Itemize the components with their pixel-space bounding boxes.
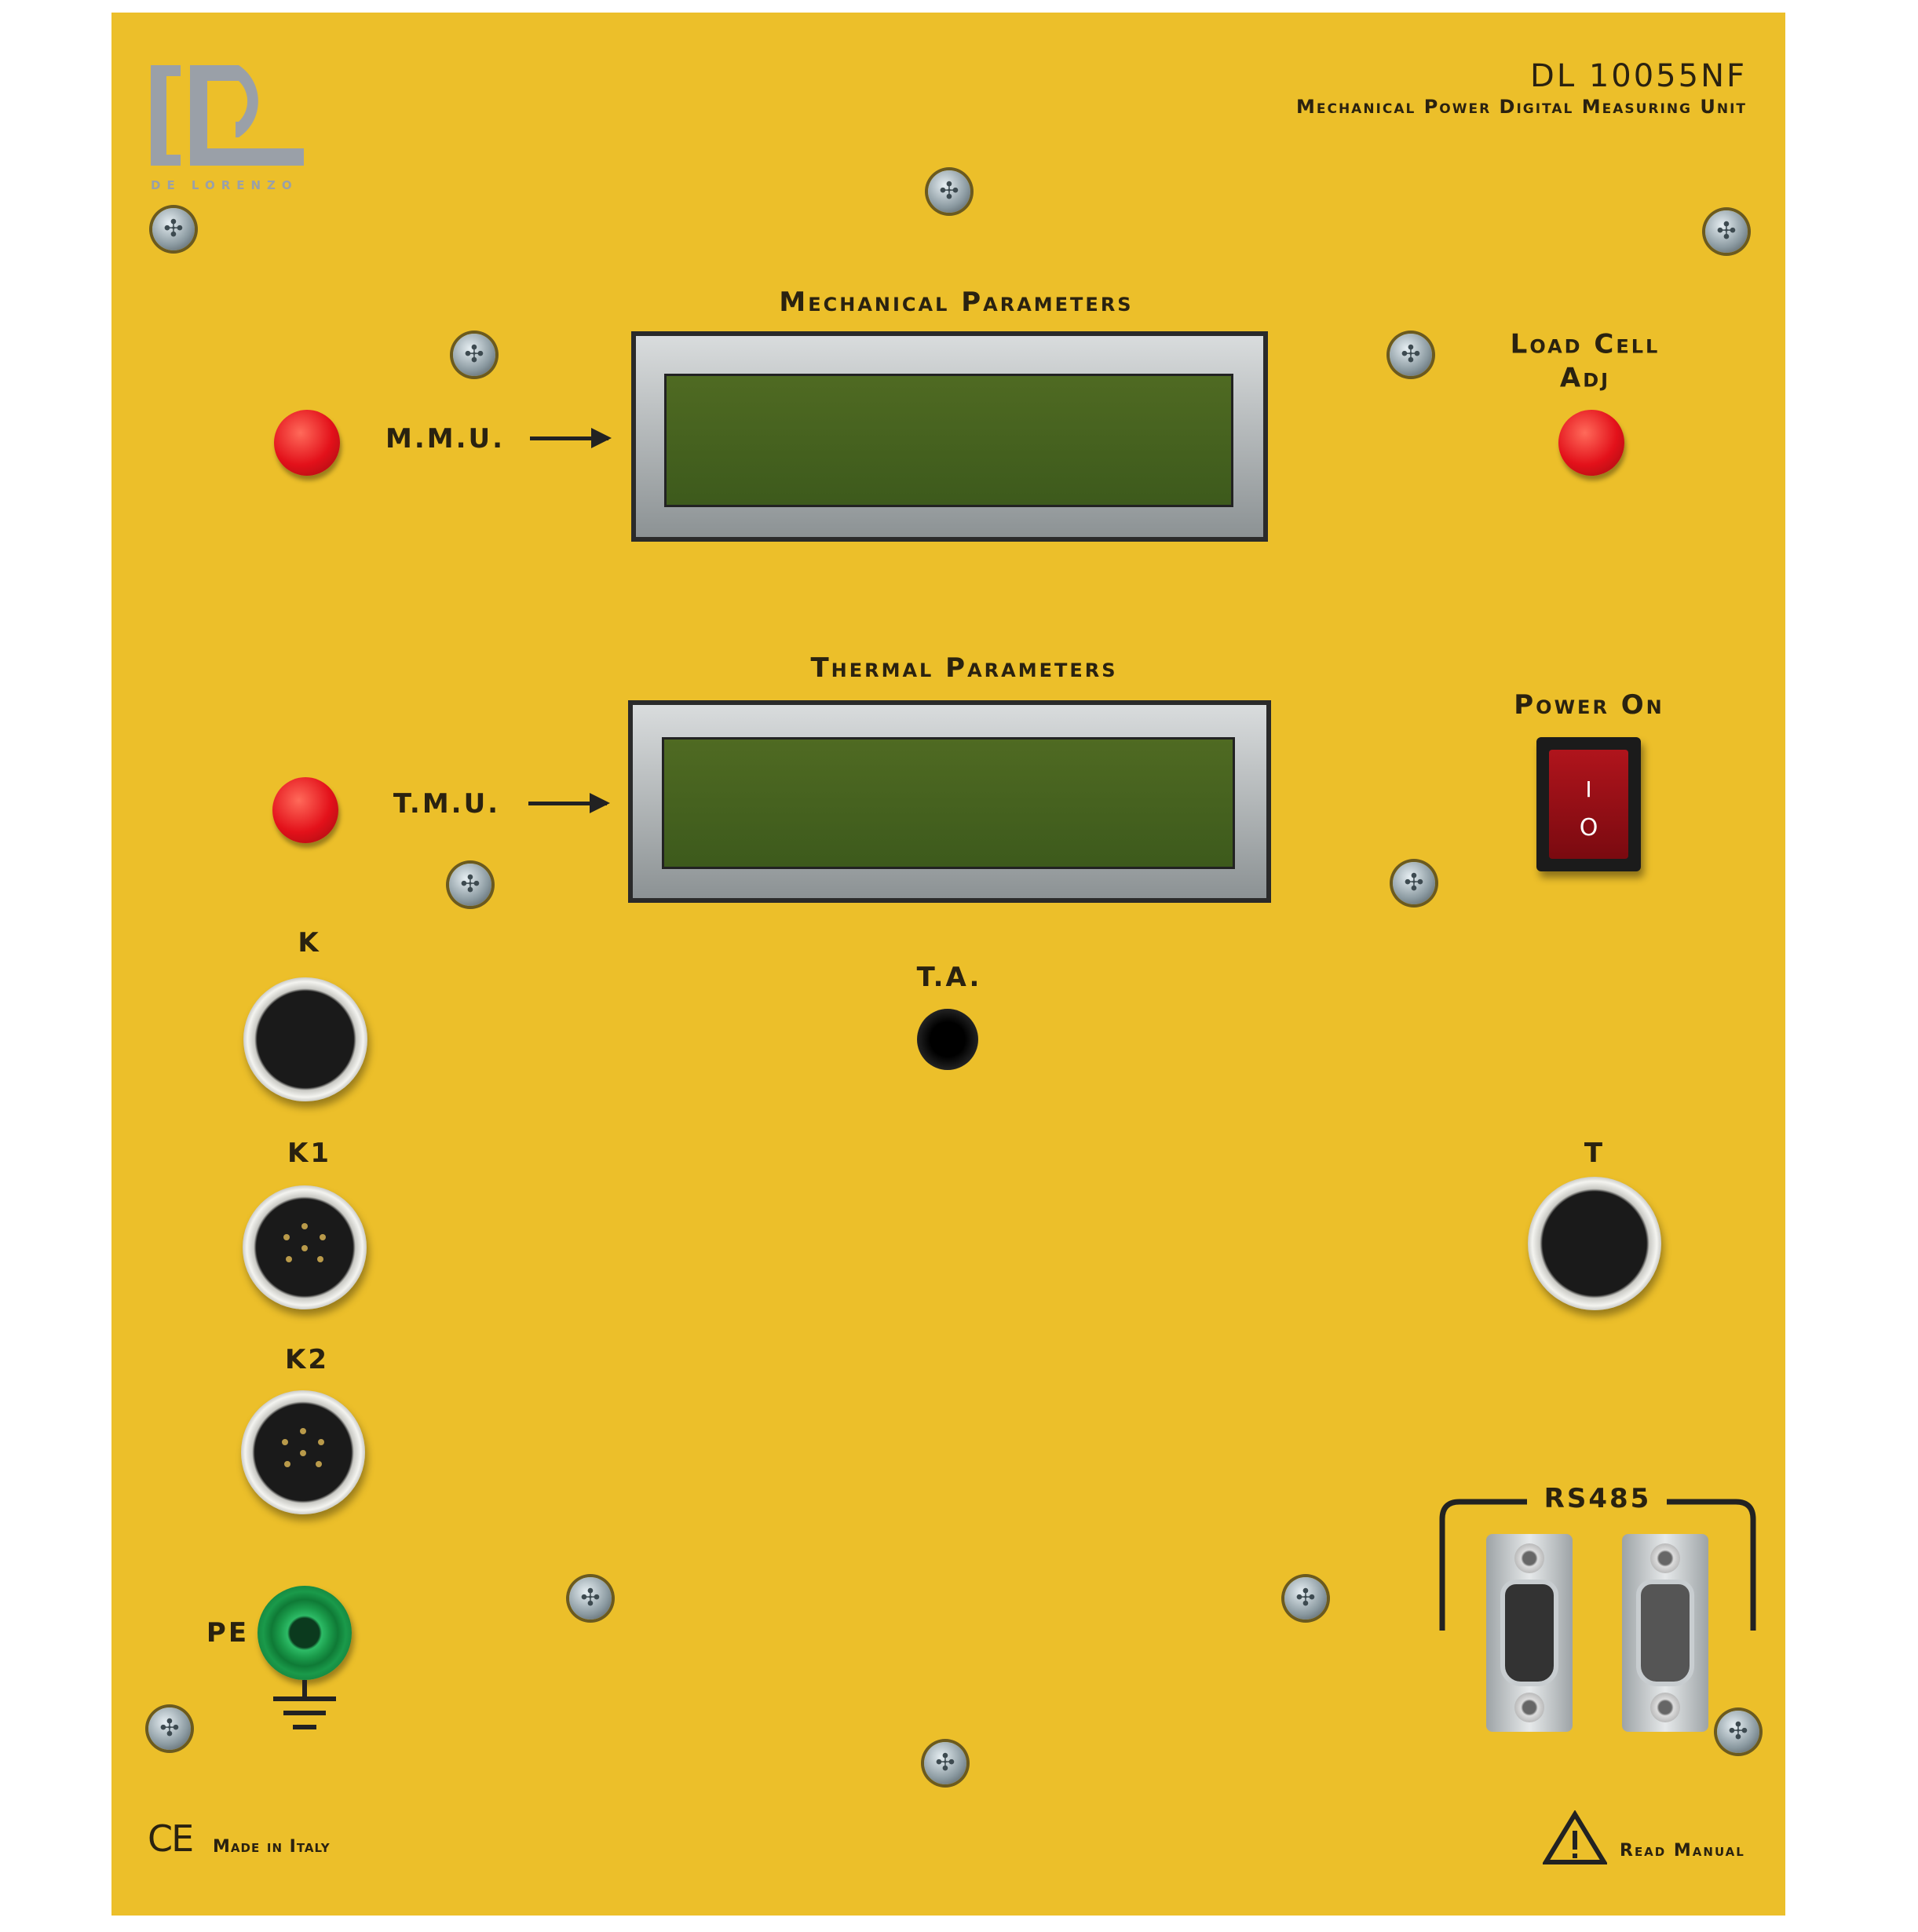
screw-icon [148, 1707, 191, 1750]
screw-icon [924, 1742, 966, 1784]
ground-icon [273, 1680, 336, 1729]
thermal-lcd-display [628, 700, 1271, 903]
ce-mark: CE [148, 1817, 194, 1860]
model-title: DL 10055NF [1530, 58, 1747, 94]
load-cell-adj-button[interactable] [1558, 410, 1624, 476]
logo-text: DE LORENZO [151, 178, 298, 192]
t-label: T [1584, 1137, 1606, 1169]
screw-icon [569, 1577, 612, 1620]
ta-jack[interactable] [917, 1009, 978, 1070]
thermal-parameters-label: Thermal Parameters [810, 652, 1118, 684]
rs485-port-female[interactable] [1622, 1534, 1708, 1732]
power-on-label: Power On [1514, 688, 1664, 721]
screw-icon [1717, 1711, 1759, 1753]
adj-label: Adj [1559, 362, 1611, 393]
tmu-button[interactable] [272, 777, 338, 843]
screw-icon [449, 864, 491, 906]
rs485-label: RS485 [1544, 1482, 1652, 1514]
screw-icon [928, 170, 970, 213]
rs485-bracket [1439, 1499, 1756, 1631]
rs485-port-male[interactable] [1486, 1534, 1573, 1732]
ta-label: T.A. [916, 961, 982, 993]
k2-connector[interactable] [241, 1390, 365, 1514]
k-label: K [298, 926, 321, 959]
power-off-symbol: O [1579, 814, 1598, 842]
screw-icon [1393, 862, 1435, 904]
de-lorenzo-logo: DE LORENZO [151, 62, 308, 203]
k2-label: K2 [284, 1343, 330, 1375]
made-in-italy-label: Made in Italy [213, 1837, 331, 1857]
arrow-right-icon [530, 428, 612, 448]
screw-icon [453, 334, 495, 376]
k1-label: K1 [287, 1137, 332, 1169]
mechanical-parameters-label: Mechanical Parameters [779, 286, 1134, 318]
screw-icon [1705, 210, 1748, 253]
mmu-button[interactable] [274, 410, 340, 476]
k-connector[interactable] [243, 977, 367, 1101]
pe-label: PE [206, 1616, 250, 1649]
tmu-label: T.M.U. [393, 787, 501, 820]
model-subtitle: Mechanical Power Digital Measuring Unit [1295, 96, 1747, 118]
k1-connector[interactable] [243, 1185, 367, 1309]
load-cell-label: Load Cell [1510, 328, 1660, 360]
mmu-label: M.M.U. [385, 422, 506, 455]
warning-icon [1543, 1810, 1607, 1864]
pe-ground-jack[interactable] [258, 1586, 352, 1680]
t-connector[interactable] [1528, 1177, 1661, 1310]
power-on-symbol: I [1585, 776, 1592, 802]
screw-icon [1284, 1577, 1327, 1620]
mechanical-lcd-display [631, 331, 1268, 542]
arrow-right-icon [528, 793, 610, 813]
power-switch[interactable]: I O [1536, 737, 1641, 871]
screw-icon [152, 208, 195, 250]
read-manual-label: Read Manual [1620, 1841, 1745, 1861]
screw-icon [1390, 334, 1432, 376]
